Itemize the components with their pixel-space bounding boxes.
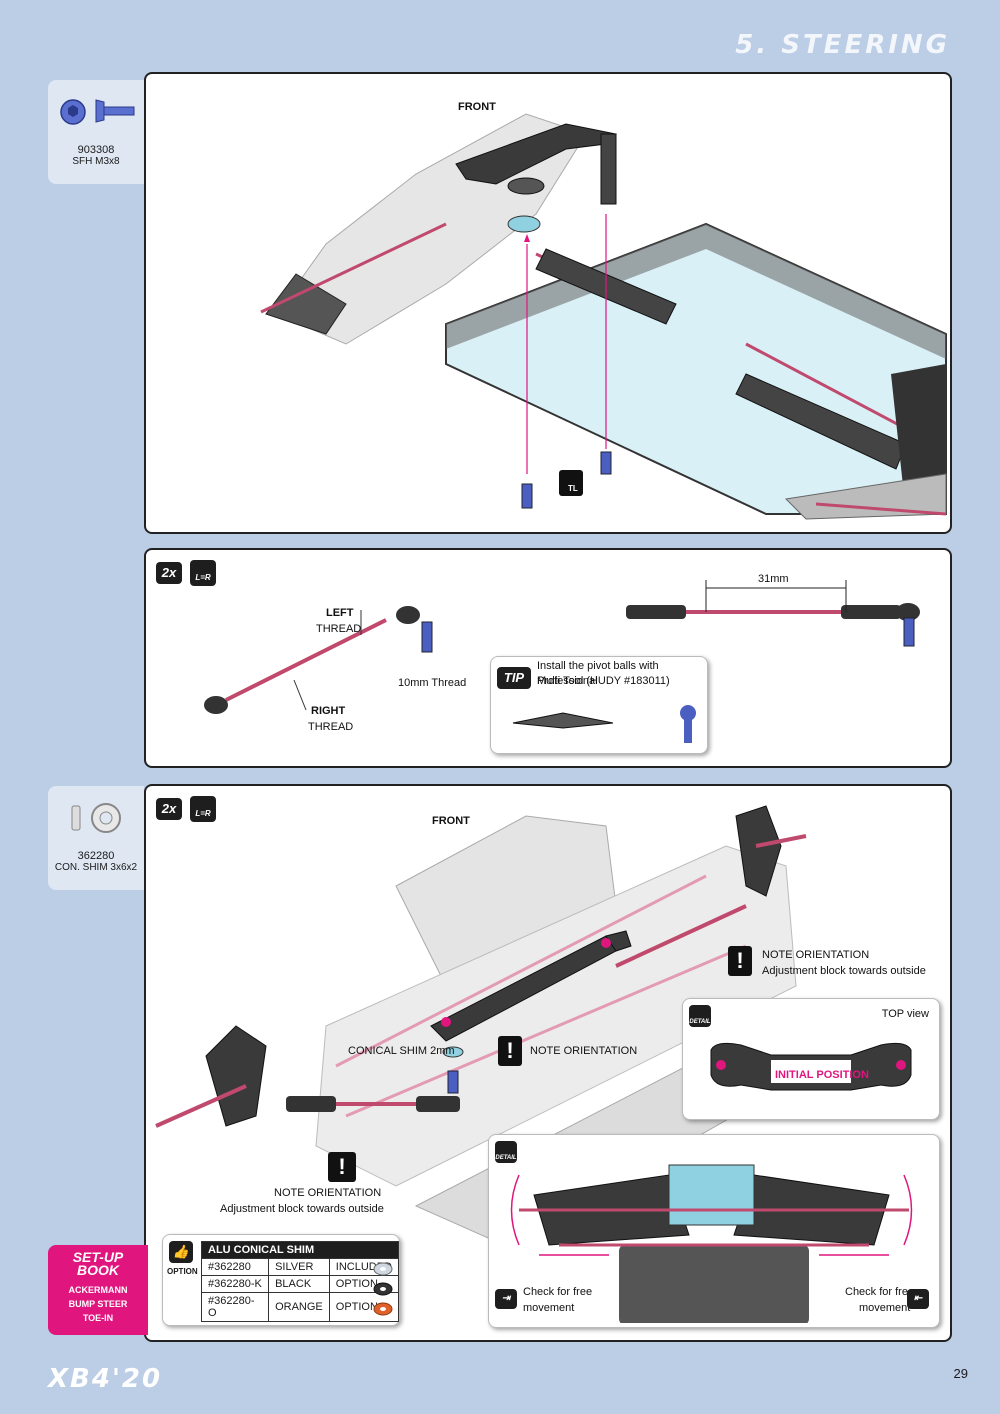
table-row: #362280-O ORANGE OPTION [200, 1292, 400, 1322]
left-thread-sub: THREAD [316, 623, 362, 635]
part-card-shim: 362280 CON. SHIM 3x6x2 [48, 786, 144, 890]
brand-logo: XB4'20 [48, 1364, 163, 1394]
shim-icon [71, 803, 121, 833]
screw-icon [60, 99, 135, 125]
dimension-label: 31mm [758, 573, 789, 585]
part-code: 903308 [77, 144, 115, 156]
setup-book-title: SET-UP [72, 1249, 124, 1265]
table-row: #362280-K BLACK OPTION [200, 1275, 400, 1293]
lr-badge: L=R [190, 796, 216, 822]
tool-label: TL [568, 484, 578, 493]
part-code: 362280 [77, 850, 115, 862]
front-end-top-view [510, 1164, 913, 1323]
warning-icon: ! [328, 1152, 356, 1182]
table-row: #362280 SILVER INCLUDED [200, 1258, 400, 1276]
check-icon: ⇤ [907, 1289, 929, 1309]
check-label-left-2: movement [523, 1302, 575, 1314]
note-orientation-text: Adjustment block towards outside [220, 1203, 384, 1215]
warning-icon: ! [498, 1036, 522, 1066]
step-panel-1: FRONT TL [144, 72, 952, 534]
detail-icon: DETAIL [689, 1005, 711, 1027]
warning-icon: ! [728, 946, 752, 976]
page-title: 5. STEERING [735, 30, 950, 60]
shim-table: ALU CONICAL SHIM #362280 SILVER INCLUDED… [200, 1241, 400, 1322]
shim-table-header: ALU CONICAL SHIM [201, 1241, 399, 1259]
chassis-illustration-1 [260, 113, 947, 520]
free-movement-detail: DETAIL ⇥ Check for free movement Check f… [488, 1134, 940, 1328]
quantity-badge: 2x [156, 798, 182, 820]
tip-badge: TIP [497, 667, 531, 689]
top-view-detail: DETAIL TOP view INITIAL POSITION [682, 998, 940, 1120]
tip-text-2: Multi Tool (HUDY #183011) [537, 675, 670, 687]
note-orientation-title: NOTE ORIENTATION [274, 1187, 382, 1199]
tip-text-1: Install the pivot balls with Professiona… [537, 660, 659, 687]
table-cell: BLACK [268, 1275, 330, 1293]
thumbs-up-icon: 👍 [169, 1241, 193, 1263]
setup-book-tab: SET-UP BOOK ACKERMANN BUMP STEER TOE-IN [48, 1245, 148, 1335]
multi-tool-icon [512, 705, 696, 743]
check-label-left: Check for free [523, 1286, 593, 1298]
check-label-right-2: movement [859, 1302, 911, 1314]
initial-position-label: INITIAL POSITION [775, 1069, 869, 1081]
setup-book-title-2: BOOK [77, 1262, 119, 1278]
option-box: 👍 OPTION ALU CONICAL SHIM #362280 SILVER… [162, 1234, 400, 1326]
lr-badge: L=R [190, 560, 216, 586]
front-label: FRONT [458, 101, 496, 113]
left-thread-label: LEFT [326, 607, 354, 619]
note-orientation-text: Adjustment block towards outside [762, 965, 926, 977]
table-cell: SILVER [268, 1258, 330, 1276]
right-thread-label: RIGHT [311, 705, 346, 717]
steering-plate-top-view [710, 1042, 912, 1091]
step-panel-2: 2x L=R 31mm LEFT THREAD 10mm Thread RIGH… [144, 548, 952, 768]
quantity-badge: 2x [156, 562, 182, 584]
setup-item: BUMP STEER [68, 1299, 128, 1309]
table-cell: ORANGE [268, 1292, 330, 1322]
part-desc: CON. SHIM 3x6x2 [54, 862, 138, 873]
note-orientation-title: NOTE ORIENTATION [530, 1045, 638, 1057]
shim-color-icons [373, 1262, 393, 1316]
ten-mm-label: 10mm Thread [398, 677, 467, 689]
table-cell: #362280-K [200, 1275, 270, 1293]
page-number: 29 [953, 1366, 968, 1381]
conical-shim-label: CONICAL SHIM 2mm [348, 1045, 455, 1057]
top-view-label: TOP view [881, 1008, 929, 1020]
check-label-right: Check for free [845, 1286, 915, 1298]
front-label: FRONT [432, 815, 470, 827]
turnbuckle-illustration [204, 580, 920, 714]
setup-item: ACKERMANN [68, 1285, 128, 1295]
note-orientation-title: NOTE ORIENTATION [762, 949, 870, 961]
part-card-screw: 903308 SFH M3x8 [48, 80, 144, 184]
tip-box: TIP Install the pivot balls with Profess… [490, 656, 708, 754]
setup-item: TOE-IN [82, 1313, 114, 1323]
detail-icon: DETAIL [495, 1141, 517, 1163]
step-panel-3: 2x L=R FRONT ! NOTE ORIENTATION Adjustme… [144, 784, 952, 1342]
table-cell: #362280 [200, 1258, 270, 1276]
check-icon: ⇥ [495, 1289, 517, 1309]
right-thread-sub: THREAD [308, 721, 354, 733]
option-label: OPTION [167, 1267, 198, 1276]
part-desc: SFH M3x8 [72, 156, 120, 167]
table-cell: #362280-O [200, 1292, 270, 1322]
